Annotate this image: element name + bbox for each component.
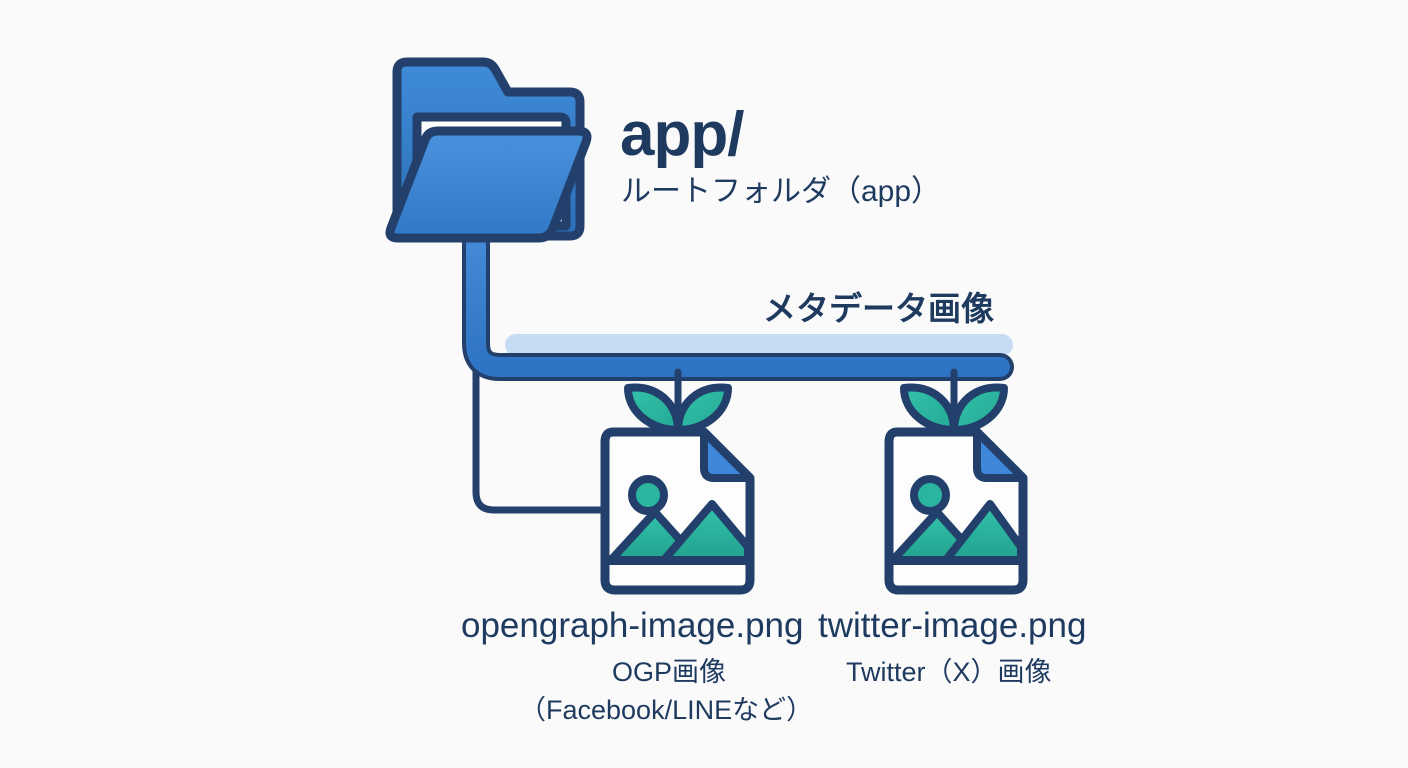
image-file-icon-2 [884,383,1028,595]
open-folder-icon [385,57,592,243]
metadata-group-bar [462,191,1014,381]
file-description-twitter-line-1: Twitter（X）画像 [846,657,1052,687]
root-folder-subtitle: ルートフォルダ（app） [621,175,942,208]
file-description-opengraph-line-2: （Facebook/LINEなど） [519,695,814,725]
file-name-twitter: twitter-image.png [818,606,1087,645]
metadata-group-label: メタデータ画像 [763,290,994,327]
root-folder-title: app/ [620,100,744,169]
leaf-sprout-icon-1 [624,383,732,434]
leaf-sprout-icon-2 [900,383,1008,434]
file-name-opengraph: opengraph-image.png [461,606,804,645]
file-description-opengraph-line-1: OGP画像 [612,657,727,687]
image-file-icon-1 [600,383,755,595]
connector-to-file-1 [472,236,611,514]
